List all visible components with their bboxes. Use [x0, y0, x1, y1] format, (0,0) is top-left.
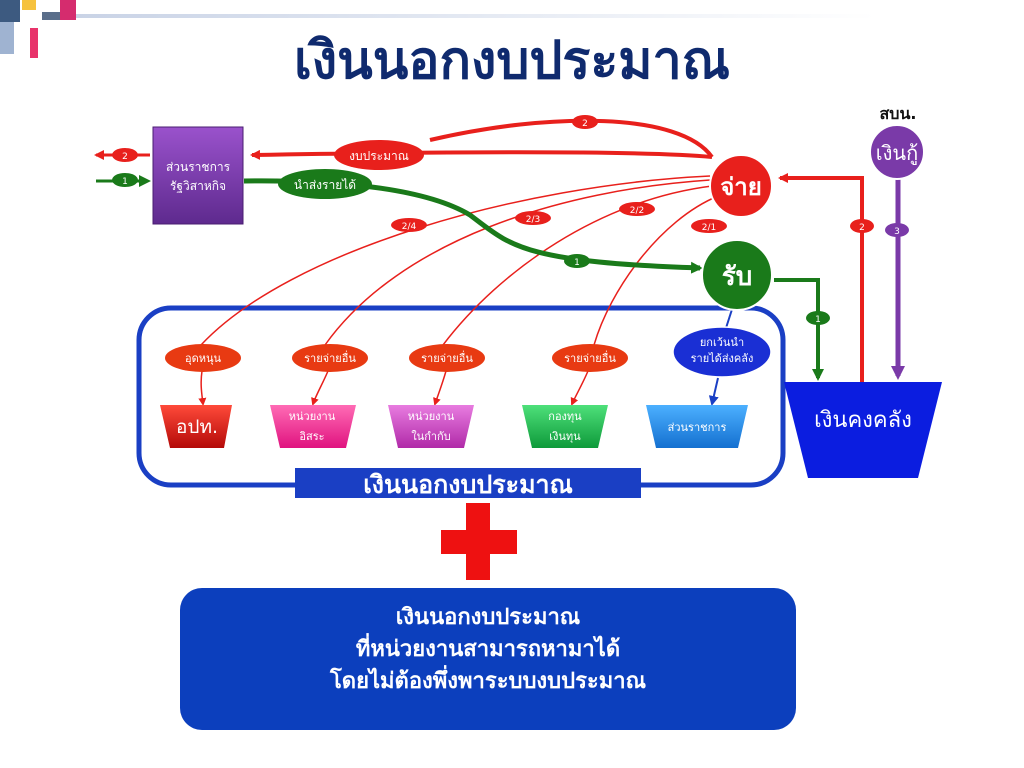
revolving-fund-unit-label: กองทุนเงินทุน: [548, 410, 582, 443]
badge-1-mid: 1: [564, 254, 590, 268]
top-arc-line: [429, 118, 714, 159]
subsidy-to-lgo-line: [198, 370, 207, 406]
treasury-to-pay-line: [778, 173, 864, 382]
remit-revenue-pill: [278, 169, 372, 199]
loan-label: เงินกู้: [876, 141, 918, 166]
group-label: เงินนอกงบประมาณ: [363, 470, 573, 499]
independent-unit: [270, 405, 356, 448]
svg-text:2: 2: [859, 223, 865, 233]
pay-label: จ่าย: [720, 173, 762, 201]
corner-decoration: [22, 0, 36, 10]
receive-label: รับ: [722, 262, 752, 292]
treasury-label: เงินคงคลัง: [814, 408, 912, 433]
badge-3-right: 3: [885, 223, 909, 237]
subsidy-pill-label: อุดหนุน: [185, 352, 222, 365]
receive-node: [701, 239, 773, 311]
badge-2-top: 2: [572, 115, 598, 129]
badge-2-3: 2/3: [515, 211, 551, 225]
summary-box: เงินนอกงบประมาณ ที่หน่วยงานสามารถหามาได้…: [180, 588, 796, 730]
svg-text:2: 2: [582, 119, 588, 129]
other2-to-supervised-line: [433, 370, 447, 406]
summary-line-3: โดยไม่ต้องพึ่งพาระบบงบประมาณ: [329, 669, 647, 694]
other1-to-independent-line: [311, 370, 329, 406]
badge-2-4: 2/4: [391, 218, 427, 232]
gov-agency-unit: [646, 405, 748, 448]
other-expense-pill-3-label: รายจ่ายอื่น: [564, 350, 616, 365]
except-remit-pill-label: ยกเว้นนำรายได้ส่งคลัง: [691, 336, 754, 365]
badge-1-left: 1: [112, 173, 138, 187]
budget-flow-line: [250, 149, 713, 160]
svg-text:1: 1: [815, 315, 821, 325]
budget-pill-label: งบประมาณ: [349, 149, 409, 163]
other-expense-pill-2: [409, 344, 485, 372]
supervised-unit: [388, 405, 474, 448]
gov-enterprise-box: [152, 126, 244, 225]
other-expense-pill-3: [552, 344, 628, 372]
plus-icon: [441, 503, 517, 580]
receive-to-treasury-line: [774, 278, 824, 381]
badge-2-1: 2/1: [691, 219, 727, 233]
badge-2-2: 2/2: [619, 202, 655, 216]
other-expense-pill-1-label: รายจ่ายอื่น: [304, 350, 356, 365]
lgo-unit: [160, 405, 232, 448]
svg-text:2: 2: [122, 152, 128, 162]
corner-decoration: [0, 22, 14, 54]
summary-line-2: ที่หน่วยงานสามารถหามาได้: [355, 637, 621, 662]
pay-node: [709, 154, 773, 218]
group-label-bar: [295, 468, 641, 498]
badge-1-treasury: 1: [806, 311, 830, 325]
subsidy-pill: [165, 344, 241, 372]
pay-to-other3-line: [593, 195, 719, 346]
svg-text:2/2: 2/2: [630, 206, 644, 216]
page-title: เงินนอกงบประมาณ: [294, 31, 730, 91]
badge-2-left: 2: [112, 148, 138, 162]
summary-line-1: เงินนอกงบประมาณ: [395, 605, 581, 630]
loan-caption: สบน.: [880, 104, 917, 123]
badge-2-right: 2: [850, 219, 874, 233]
corner-decoration: [42, 12, 60, 20]
svg-text:1: 1: [574, 258, 580, 268]
supervised-unit-label: หน่วยงานในกำกับ: [408, 410, 455, 443]
loan-node: [869, 124, 925, 180]
svg-text:3: 3: [894, 227, 900, 237]
other-expense-pill-1: [292, 344, 368, 372]
svg-text:1: 1: [122, 177, 128, 187]
revolving-fund-unit: [522, 405, 608, 448]
corner-decoration: [60, 0, 76, 20]
other3-to-fund-line: [570, 370, 589, 406]
other-expense-pill-2-label: รายจ่ายอื่น: [421, 350, 473, 365]
independent-unit-label: หน่วยงานอิสระ: [289, 410, 336, 443]
corner-decoration: [0, 0, 20, 22]
pay-to-other2-line: [442, 185, 713, 346]
svg-text:2/1: 2/1: [702, 223, 716, 233]
header-rule: [76, 14, 876, 18]
treasury-node: [784, 382, 942, 478]
except-to-agency-line: [708, 377, 719, 406]
remit-revenue-pill-label: นำส่งรายได้: [294, 178, 356, 192]
lgo-unit-label: อปท.: [176, 416, 218, 438]
svg-text:2/3: 2/3: [526, 215, 540, 225]
except-remit-pill: [672, 326, 772, 378]
gov-agency-unit-label: ส่วนราชการ: [668, 421, 727, 434]
budget-pill: [334, 140, 424, 170]
corner-decoration: [30, 28, 38, 58]
svg-text:2/4: 2/4: [402, 222, 417, 232]
gov-enterprise-label: ส่วนราชการรัฐวิสาหกิจ: [166, 160, 231, 193]
